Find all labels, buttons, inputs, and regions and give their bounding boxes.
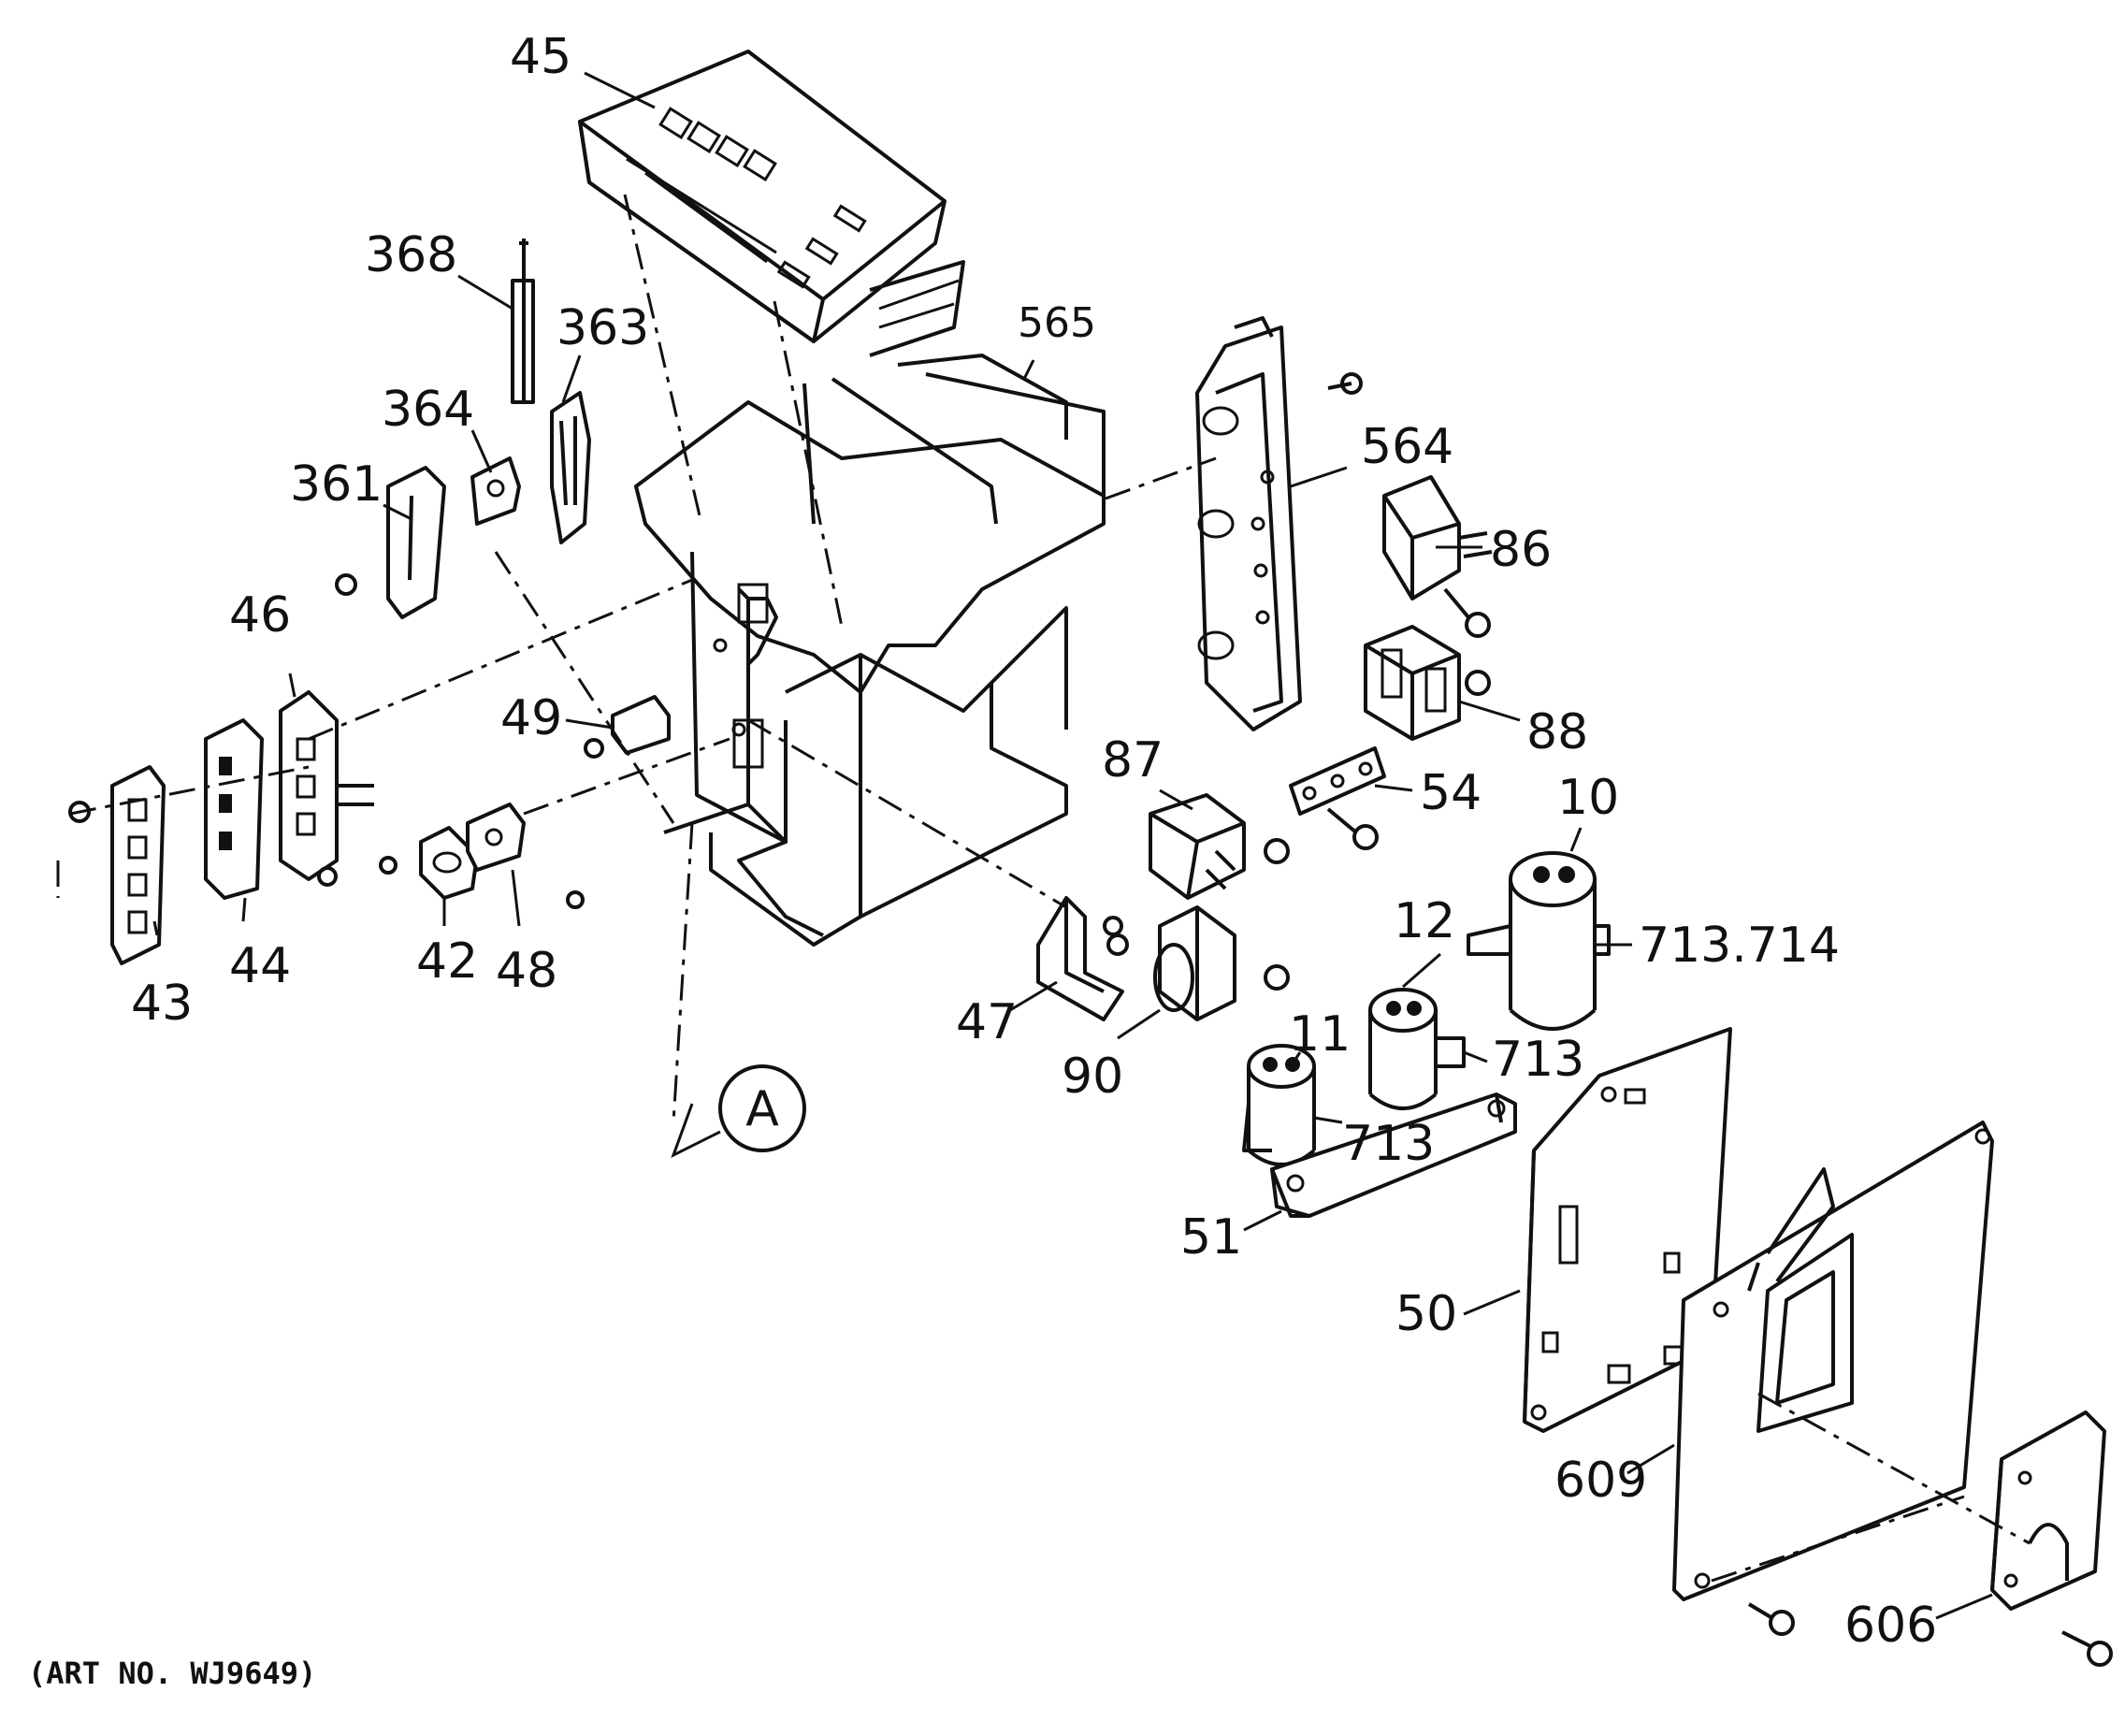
label-46: 46 — [229, 587, 291, 644]
part-361-latch-plate — [335, 466, 446, 619]
part-90-sensor — [1153, 905, 1290, 1021]
label-54: 54 — [1420, 765, 1482, 821]
label-51: 51 — [1180, 1209, 1242, 1266]
label-12: 12 — [1394, 893, 1455, 949]
part-368-rod — [511, 239, 535, 404]
part-49-switch — [584, 695, 671, 759]
screws — [317, 866, 2113, 1667]
label-10: 10 — [1557, 770, 1619, 826]
label-50: 50 — [1395, 1286, 1457, 1342]
part-363-latch — [550, 391, 591, 544]
part-86-relay — [1382, 475, 1493, 638]
part-88-relay — [1364, 625, 1491, 741]
label-86: 86 — [1490, 522, 1552, 578]
part-42-gasket — [379, 826, 479, 900]
part-12-capacitor — [1368, 988, 1466, 1110]
label-565: 565 — [1018, 299, 1096, 347]
part-51-strap — [1270, 1092, 1517, 1218]
label-49: 49 — [500, 690, 562, 746]
part-labels: 45 368 363 364 361 565 564 86 46 49 88 8… — [131, 29, 1937, 1654]
part-87-relay — [1149, 793, 1290, 900]
label-48: 48 — [496, 943, 557, 999]
label-609: 609 — [1554, 1453, 1647, 1509]
part-11-capacitor — [1242, 1044, 1316, 1166]
label-47: 47 — [956, 994, 1018, 1050]
part-606-small-cover — [1990, 1410, 2106, 1611]
detail-marker-label: A — [745, 1081, 779, 1137]
label-606: 606 — [1844, 1598, 1937, 1654]
detail-marker-a: A — [671, 1064, 806, 1159]
label-364: 364 — [382, 382, 474, 438]
label-11: 11 — [1289, 1006, 1351, 1063]
label-564: 564 — [1361, 419, 1453, 475]
label-42: 42 — [416, 933, 478, 990]
label-44: 44 — [229, 938, 291, 994]
label-90: 90 — [1062, 1049, 1123, 1105]
part-10-capacitor — [1467, 851, 1611, 1031]
part-44-switch-bracket — [204, 718, 264, 900]
label-368: 368 — [365, 227, 457, 283]
label-88: 88 — [1526, 704, 1588, 760]
part-565-chassis — [634, 354, 1106, 947]
part-46-switch-board — [279, 690, 374, 881]
part-43-button-cover — [68, 765, 166, 965]
label-45: 45 — [510, 29, 571, 85]
label-713-b: 713 — [1342, 1116, 1435, 1172]
label-87: 87 — [1102, 732, 1164, 788]
label-363: 363 — [557, 300, 649, 356]
label-713-a: 713 — [1492, 1032, 1584, 1088]
art-number: (ART NO. WJ9649) — [28, 1656, 316, 1691]
label-713-714: 713.714 — [1639, 918, 1840, 974]
part-54-terminal — [1289, 746, 1386, 850]
part-564-bracket-plate — [1195, 316, 1363, 731]
part-45-control-panel — [578, 50, 965, 357]
part-48-door-switch — [466, 803, 585, 909]
label-361: 361 — [290, 456, 383, 513]
assembly-lines — [56, 194, 2031, 1583]
label-43: 43 — [131, 976, 193, 1032]
leader-lines — [152, 71, 1993, 1620]
part-364-lever — [470, 456, 521, 526]
